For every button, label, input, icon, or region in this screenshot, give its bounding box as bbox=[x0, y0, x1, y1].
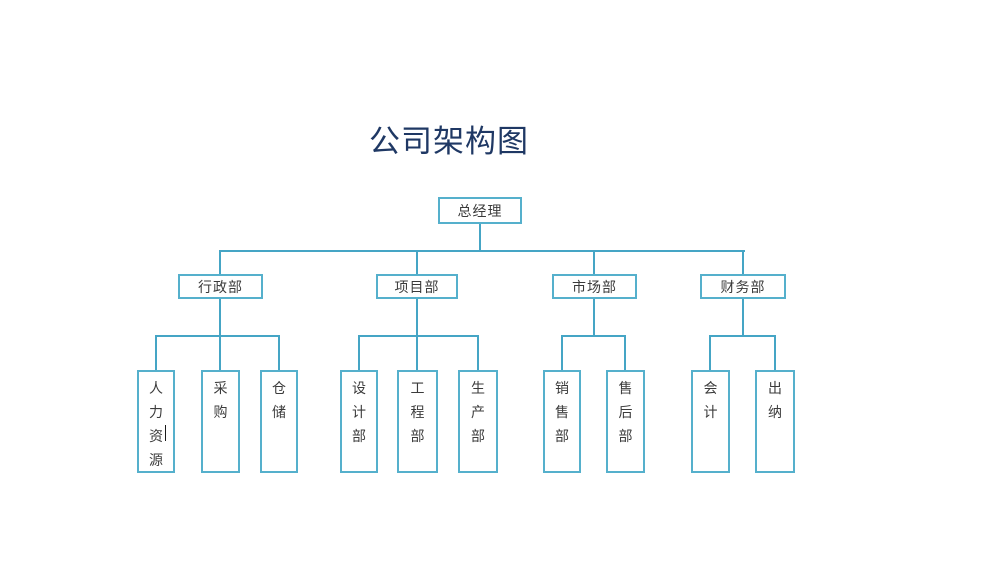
org-node-marketing-dept[interactable]: 市场部 bbox=[552, 274, 637, 299]
text-cursor bbox=[165, 425, 166, 441]
org-node-label: 财务部 bbox=[720, 279, 766, 296]
org-node-procurement[interactable]: 采购 bbox=[201, 370, 240, 473]
connector-line bbox=[709, 335, 711, 370]
connector-line bbox=[219, 250, 745, 252]
connector-line bbox=[219, 299, 221, 370]
org-node-aftersales-dept[interactable]: 售后部 bbox=[606, 370, 645, 473]
connector-line bbox=[278, 335, 280, 370]
org-node-engineering-dept[interactable]: 工程部 bbox=[397, 370, 438, 473]
org-node-sales-dept[interactable]: 销售部 bbox=[543, 370, 581, 473]
org-node-label: 设计部 bbox=[352, 381, 366, 445]
connector-line bbox=[624, 335, 626, 370]
org-node-label: 仓储 bbox=[272, 381, 286, 421]
org-node-accounting[interactable]: 会计 bbox=[691, 370, 730, 473]
org-node-label: 工程部 bbox=[410, 381, 425, 445]
connector-line bbox=[774, 335, 776, 370]
org-node-label: 总经理 bbox=[457, 203, 503, 220]
connector-line bbox=[742, 299, 744, 337]
org-node-label: 市场部 bbox=[572, 279, 617, 296]
org-node-admin-dept[interactable]: 行政部 bbox=[178, 274, 263, 299]
connector-line bbox=[742, 250, 744, 274]
connector-line bbox=[709, 335, 776, 337]
page-title[interactable]: 公司架构图 bbox=[369, 124, 529, 160]
org-node-hr[interactable]: 人力资源 bbox=[137, 370, 175, 473]
connector-line bbox=[477, 335, 479, 370]
connector-line bbox=[358, 335, 360, 370]
connector-line bbox=[155, 335, 157, 370]
connector-line bbox=[593, 250, 595, 274]
org-node-label: 项目部 bbox=[394, 279, 440, 296]
connector-line bbox=[416, 299, 418, 370]
org-node-production-dept[interactable]: 生产部 bbox=[458, 370, 498, 473]
connector-line bbox=[416, 250, 418, 274]
org-node-design-dept[interactable]: 设计部 bbox=[340, 370, 378, 473]
org-node-project-dept[interactable]: 项目部 bbox=[376, 274, 458, 299]
org-node-label: 会计 bbox=[703, 381, 718, 421]
org-node-label: 销售部 bbox=[555, 381, 569, 445]
connector-line bbox=[219, 250, 221, 274]
org-node-cashier[interactable]: 出纳 bbox=[755, 370, 795, 473]
connector-line bbox=[479, 224, 481, 252]
org-node-general-manager[interactable]: 总经理 bbox=[438, 197, 522, 224]
org-node-label: 行政部 bbox=[198, 279, 243, 296]
org-node-label: 出纳 bbox=[768, 381, 782, 421]
org-node-label: 售后部 bbox=[618, 381, 633, 445]
connector-line bbox=[593, 299, 595, 337]
org-node-warehouse[interactable]: 仓储 bbox=[260, 370, 298, 473]
connector-line bbox=[155, 335, 280, 337]
org-node-label: 生产部 bbox=[471, 381, 485, 445]
connector-line bbox=[561, 335, 563, 370]
org-node-label: 采购 bbox=[213, 381, 228, 421]
connector-line bbox=[561, 335, 626, 337]
org-node-finance-dept[interactable]: 财务部 bbox=[700, 274, 786, 299]
org-node-label: 人力资源 bbox=[149, 381, 163, 469]
connector-line bbox=[358, 335, 479, 337]
